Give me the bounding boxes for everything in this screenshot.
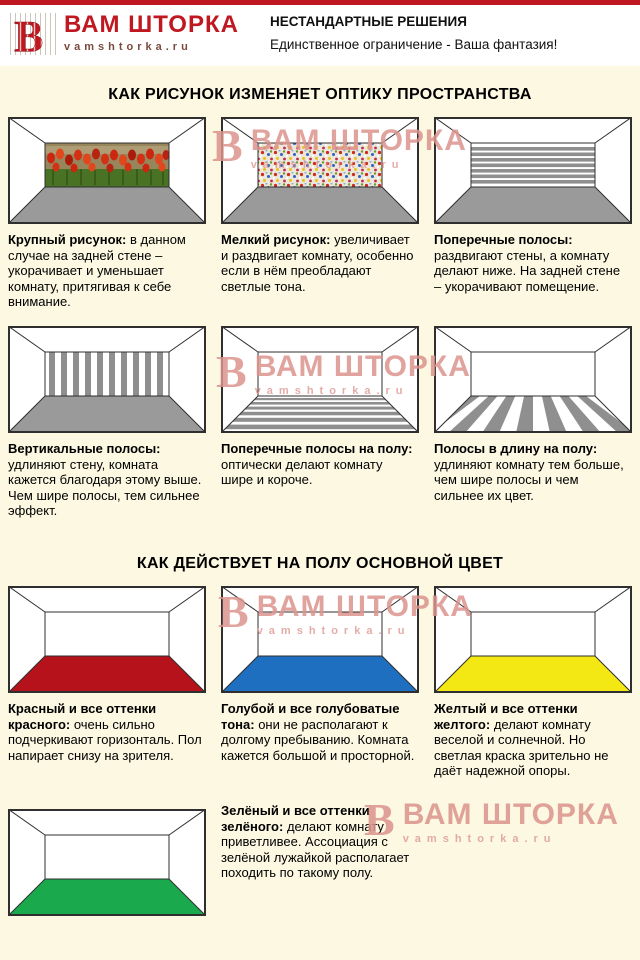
card-lead: Поперечные полосы: — [434, 232, 573, 247]
room-illustration-small-floral-pattern — [221, 117, 419, 224]
content: КАК РИСУНОК ИЗМЕНЯЕТ ОПТИКУ ПРОСТРАНСТВА — [0, 86, 640, 916]
card-blue-floor: Голубой и все голубоватые тона: они не р… — [221, 585, 419, 763]
room-illustration-vertical-stripes-wall — [8, 325, 206, 433]
section-floor-color: КАК ДЕЙСТВУЕТ НА ПОЛУ ОСНОВНОЙ ЦВЕТ Кр — [0, 555, 640, 916]
brand-logo-icon: В — [10, 12, 56, 58]
brand-site-url: vamshtorka.ru — [64, 41, 192, 53]
card-caption: Красный и все оттенки красного: очень си… — [8, 701, 206, 763]
room-illustration-large-floral-mural — [8, 117, 206, 224]
room-illustration-yellow-floor — [434, 585, 632, 693]
section-1-title: КАК РИСУНОК ИЗМЕНЯЕТ ОПТИКУ ПРОСТРАНСТВА — [108, 86, 532, 103]
colored-floor — [221, 655, 419, 693]
slogan-text: Единственное ограничение - Ваша фантазия… — [270, 37, 558, 52]
card-text: увеличивает и раздвигает комнату, особен… — [221, 232, 414, 294]
card-text: удлиняют стену, комната кажется благодар… — [8, 456, 202, 519]
card-text: раздвигают стены, а комнату делают ниже.… — [434, 247, 621, 294]
card-large-pattern: Крупный рисунок: в данном случае на задн… — [8, 117, 206, 310]
room-illustration-blue-floor — [221, 585, 419, 693]
card-green-floor-room — [8, 808, 206, 916]
room-floor — [8, 187, 206, 224]
card-caption: Полосы в длину на полу: удлиняют комнату… — [434, 441, 632, 503]
card-text: оптически делают комнату шире и короче. — [221, 456, 383, 488]
card-lengthwise-stripes-floor: Полосы в длину на полу: удлиняют комнату… — [434, 325, 632, 503]
colored-floor — [8, 655, 206, 693]
card-lead: Зелёный и все оттенки зелёного: — [221, 802, 370, 834]
floor-lengthwise-stripes — [434, 395, 632, 433]
card-caption: Крупный рисунок: в данном случае на задн… — [8, 232, 206, 310]
card-lead: Мелкий рисунок: — [221, 232, 331, 247]
colored-floor — [8, 878, 206, 916]
room-illustration-red-floor — [8, 585, 206, 693]
colored-floor — [434, 655, 632, 693]
card-yellow-floor: Желтый и все оттенки желтого: делают ком… — [434, 585, 632, 779]
card-lead: Полосы в длину на полу: — [434, 440, 598, 456]
card-text: очень сильно подчеркивают горизонталь. П… — [8, 716, 202, 763]
card-lead: Крупный рисунок: — [8, 232, 127, 247]
room-floor — [434, 187, 632, 224]
card-lead: Поперечные полосы на полу: — [221, 440, 413, 456]
card-lead: Красный и все оттенки красного: — [8, 700, 157, 732]
room-illustration-cross-stripes-floor — [221, 325, 419, 433]
header-slogan: НЕСТАНДАРТНЫЕ РЕШЕНИЯ Единственное огран… — [270, 14, 557, 52]
room-floor — [8, 395, 206, 433]
top-red-bar — [0, 0, 640, 5]
card-lead: Желтый и все оттенки желтого: — [434, 700, 578, 732]
section-2-grid: Красный и все оттенки красного: очень си… — [0, 585, 640, 916]
card-text: они не располагают к долгому пребыванию.… — [221, 716, 415, 763]
brand-block: ВАМ ШТОРКА vamshtorka.ru — [64, 11, 239, 54]
room-illustration-green-floor — [8, 808, 206, 916]
card-caption: Мелкий рисунок: увеличивает и раздвигает… — [221, 232, 419, 294]
card-text: в данном случае на задней стене – укорач… — [8, 232, 186, 310]
card-cross-stripes-floor: Поперечные полосы на полу: оптически дел… — [221, 325, 419, 488]
card-small-pattern: Мелкий рисунок: увеличивает и раздвигает… — [221, 117, 419, 294]
card-caption: Поперечные полосы на полу: оптически дел… — [221, 441, 419, 488]
back-wall-pattern — [258, 143, 382, 187]
card-red-floor: Красный и все оттенки красного: очень си… — [8, 585, 206, 763]
brand-logo-letter: В — [14, 12, 43, 58]
card-green-floor-caption: Зелёный и все оттенки зелёного: делают к… — [221, 803, 419, 881]
card-cross-stripes-wall: Поперечные полосы: раздвигают стены, а к… — [434, 117, 632, 294]
card-lead: Вертикальные полосы: — [8, 440, 161, 456]
card-vertical-stripes-wall: Вертикальные полосы: удлиняют стену, ком… — [8, 325, 206, 519]
brand-name: ВАМ ШТОРКА — [64, 11, 239, 38]
section-pattern-optics: КАК РИСУНОК ИЗМЕНЯЕТ ОПТИКУ ПРОСТРАНСТВА — [0, 86, 640, 519]
card-text: делают комнату приветливее. Ассоциация с… — [221, 818, 410, 881]
card-text: делают комнату веселой и солнечной. Но с… — [434, 716, 609, 779]
header: В ВАМ ШТОРКА vamshtorka.ru НЕСТАНДАРТНЫЕ… — [0, 0, 640, 66]
back-wall-vertical-stripes — [49, 351, 163, 396]
card-lead: Голубой и все голубоватые тона: — [221, 700, 400, 732]
room-illustration-lengthwise-stripes-floor — [434, 325, 632, 433]
card-caption: Вертикальные полосы: удлиняют стену, ком… — [8, 441, 206, 519]
section-2-title: КАК ДЕЙСТВУЕТ НА ПОЛУ ОСНОВНОЙ ЦВЕТ — [136, 554, 504, 572]
card-caption: Поперечные полосы: раздвигают стены, а к… — [434, 232, 632, 294]
section-1-grid: Крупный рисунок: в данном случае на задн… — [0, 117, 640, 519]
card-text: удлиняют комнату тем больше, чем шире по… — [434, 456, 624, 503]
back-wall-mural — [45, 143, 170, 187]
room-floor — [221, 187, 419, 224]
card-caption: Голубой и все голубоватые тона: они не р… — [221, 701, 419, 763]
slogan-title: НЕСТАНДАРТНЫЕ РЕШЕНИЯ — [270, 14, 467, 29]
card-caption: Желтый и все оттенки желтого: делают ком… — [434, 701, 632, 779]
back-wall-horizontal-stripes — [471, 147, 595, 184]
room-illustration-horizontal-stripes-wall — [434, 117, 632, 224]
